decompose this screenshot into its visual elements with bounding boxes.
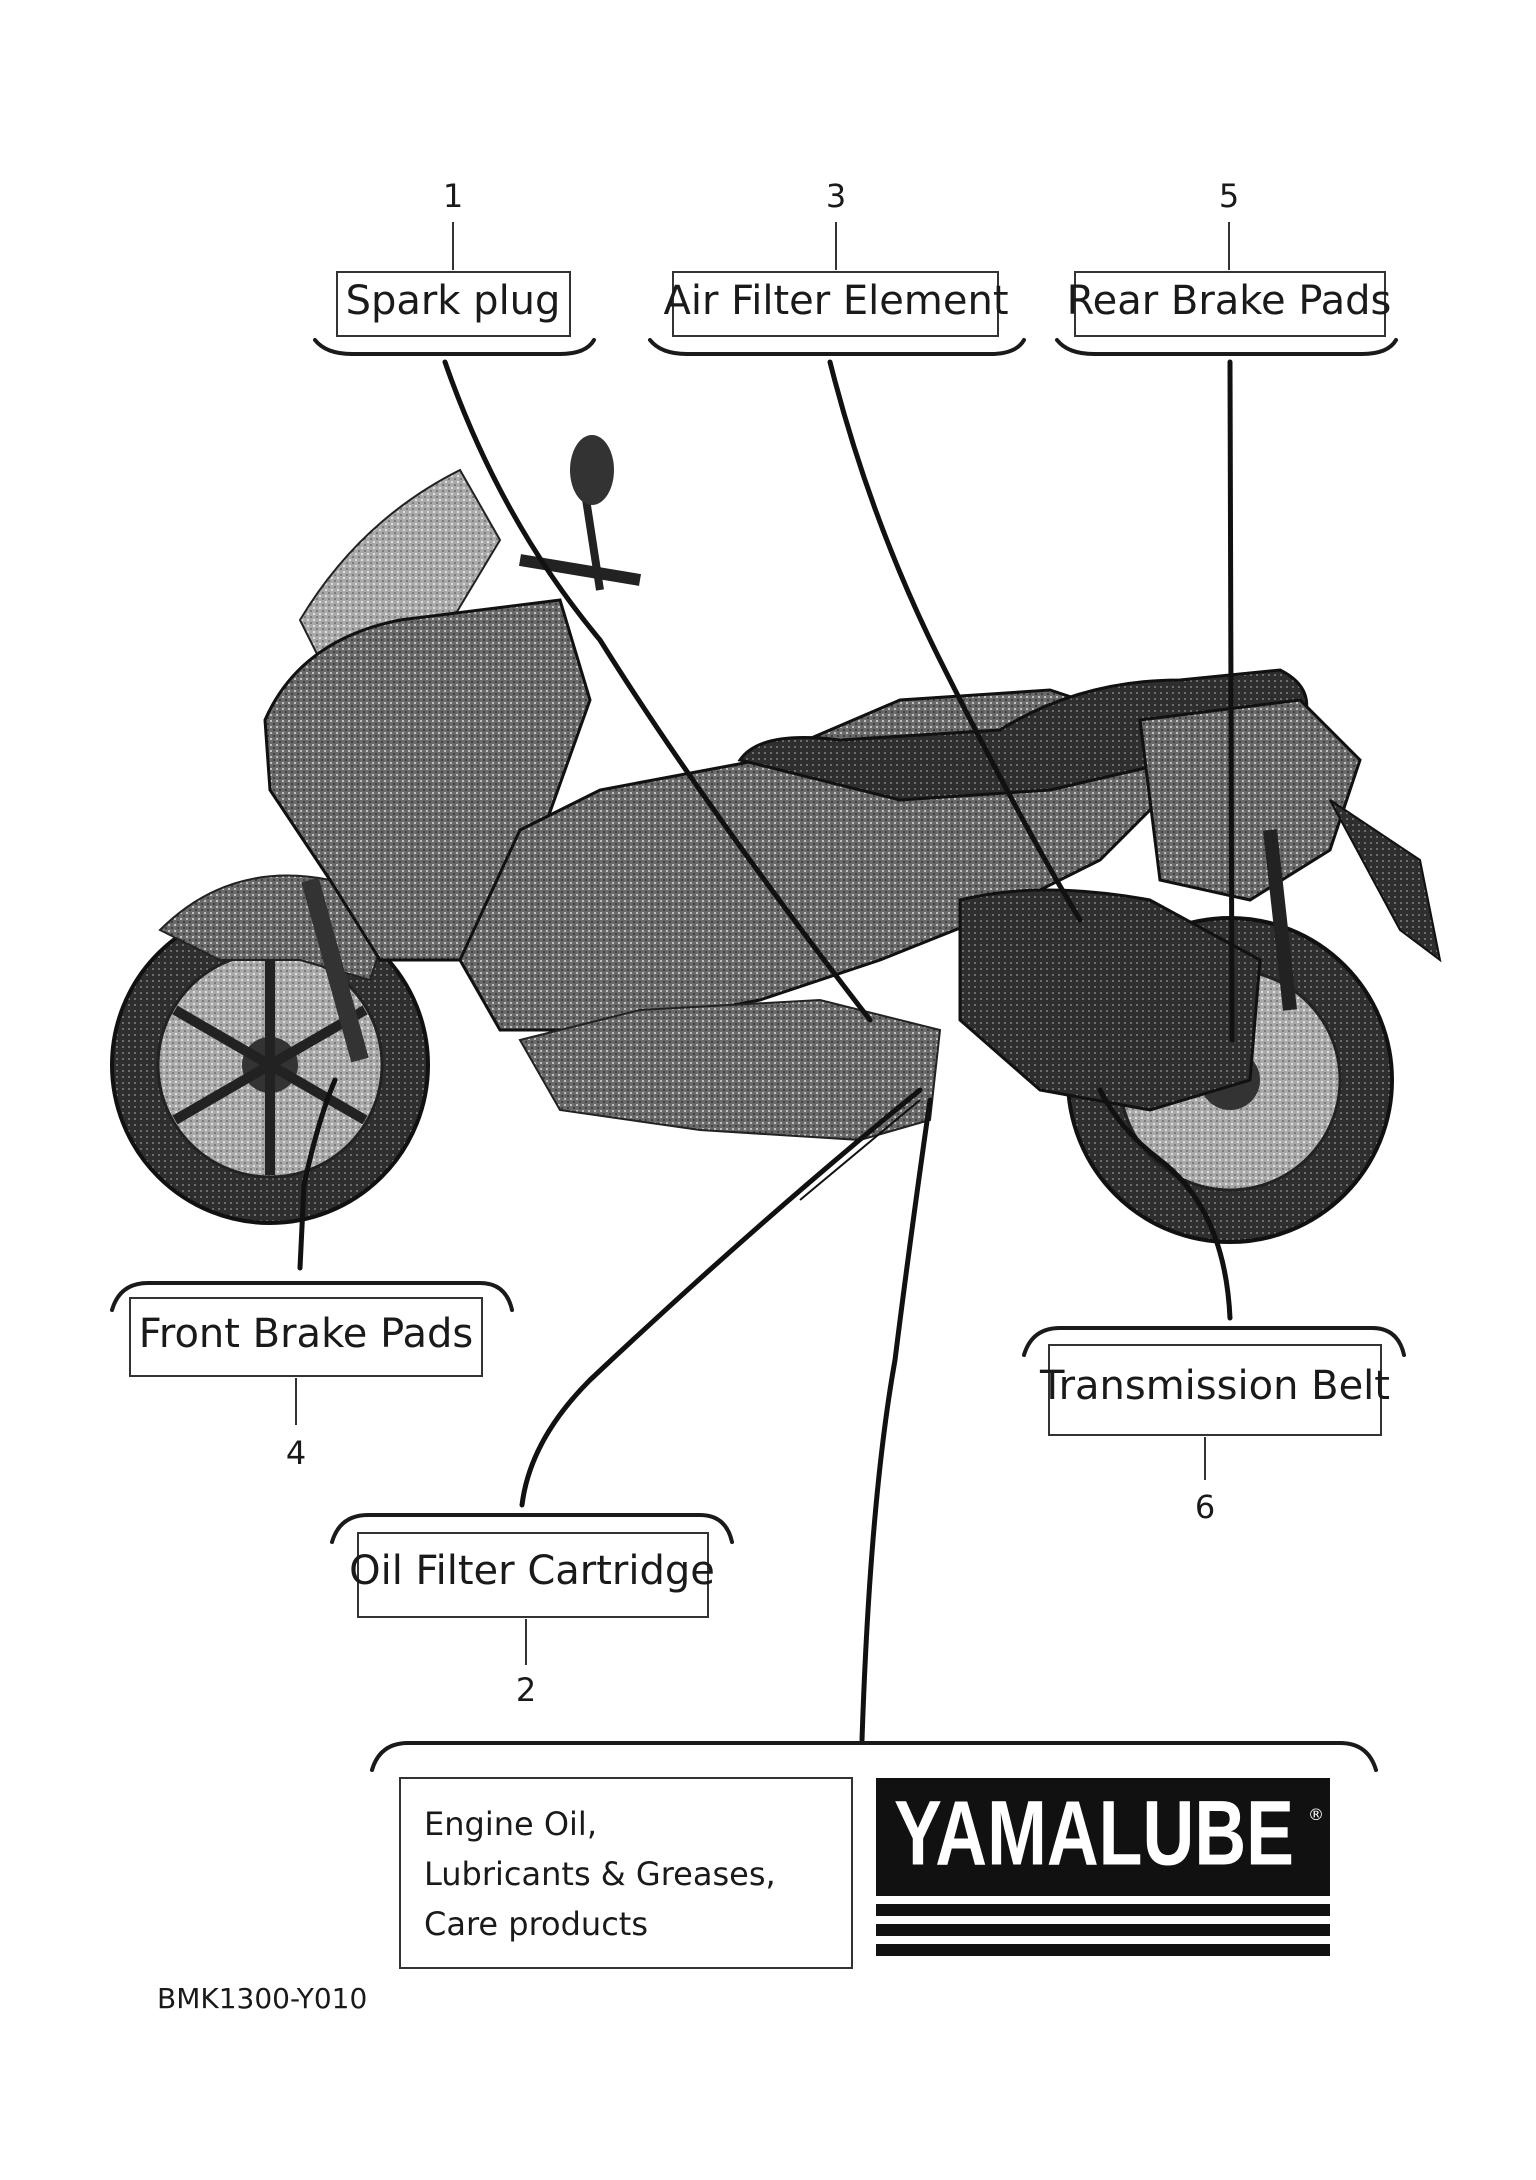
front-wheel [110,905,430,1225]
leader-spark-plug [442,359,873,1023]
scooter-illustration [110,435,1442,1244]
brand-wordmark: YAMALUBE [894,1782,1294,1884]
callout-oil-filter-cartridge: Oil Filter Cartridge 2 [330,1513,734,1709]
callout-number: 5 [1219,177,1239,215]
document-code: BMK1300-Y010 [157,1982,367,2015]
product-line-engine-oil: Engine Oil, [424,1805,597,1843]
product-line-lubricants: Lubricants & Greases, [424,1855,776,1893]
callout-number: 2 [516,1671,536,1709]
callout-rear-brake-pads: 5 Rear Brake Pads [1055,177,1398,356]
leader-transmission [1097,1087,1233,1321]
callout-label: Spark plug [346,278,561,324]
callout-air-filter-element: 3 Air Filter Element [648,177,1026,356]
leader-rear-brake [1227,359,1235,1043]
callout-number: 1 [443,177,463,215]
callout-label: Front Brake Pads [139,1311,473,1357]
callout-number: 3 [826,177,846,215]
callout-label: Oil Filter Cartridge [349,1548,715,1594]
callout-number: 4 [286,1434,306,1472]
product-line-care: Care products [424,1905,648,1943]
callout-spark-plug: 1 Spark plug [313,177,596,356]
callout-transmission-belt: Transmission Belt 6 [1022,1326,1406,1526]
leader-front-brake [297,1077,338,1271]
registered-mark: ® [1308,1805,1324,1824]
leader-oil-filter [519,1087,923,1508]
leader-yamalube [859,1097,933,1743]
leader-lines [297,359,1235,1743]
callout-label: Rear Brake Pads [1067,278,1392,324]
yamalube-logo: YAMALUBE ® [876,1778,1330,1956]
callout-label: Transmission Belt [1039,1363,1390,1409]
callout-number: 6 [1195,1488,1215,1526]
yamalube-products: Engine Oil, Lubricants & Greases, Care p… [370,1741,1378,1969]
callout-front-brake-pads: Front Brake Pads 4 [110,1281,514,1472]
callout-label: Air Filter Element [663,278,1008,324]
leader-air-filter [827,359,1083,923]
